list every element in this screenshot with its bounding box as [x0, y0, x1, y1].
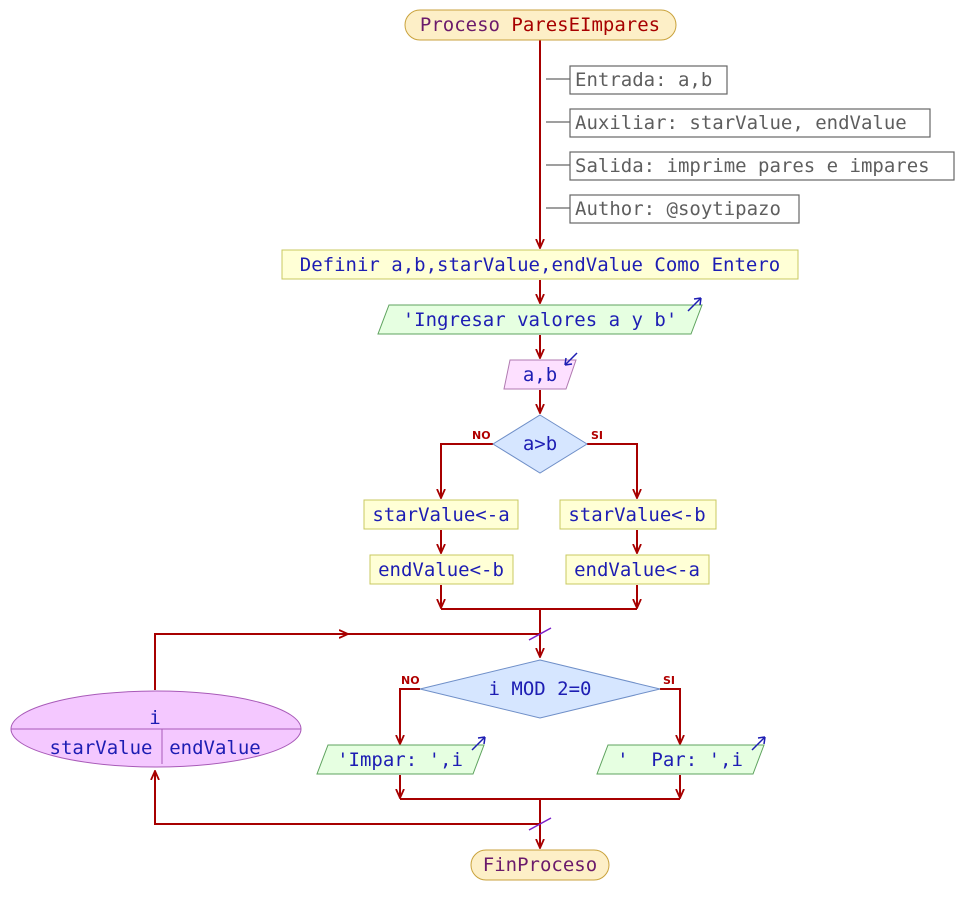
decision2-text: i MOD 2=0	[489, 678, 592, 700]
edge-decision1-no	[441, 443, 493, 498]
output-arrow-icon	[687, 297, 702, 312]
assign-yes-end[interactable]: endValue<-a	[565, 554, 710, 585]
output-even[interactable]: ' Par: ',i	[596, 736, 766, 775]
assign-no-start[interactable]: starValue<-a	[363, 499, 519, 530]
decision2-no-label: NO	[401, 674, 420, 687]
assign-yes-end-text: endValue<-a	[574, 559, 700, 581]
edge-loop-body	[154, 634, 348, 690]
input-text: a,b	[523, 364, 557, 386]
comment-author-text: Author: @soytipazo	[575, 198, 781, 220]
for-loop[interactable]: i starValue endValue	[10, 690, 302, 768]
assign-yes-start-text: starValue<-b	[568, 504, 705, 526]
assign-no-end[interactable]: endValue<-b	[369, 554, 514, 585]
output-prompt-text: 'Ingresar valores a y b'	[403, 309, 678, 331]
start-label: Proceso ParesEImpares	[420, 14, 660, 36]
decision1-yes-label: SI	[591, 429, 603, 442]
decision1-text: a>b	[523, 433, 557, 455]
output-odd[interactable]: 'Impar: ',i	[316, 736, 486, 775]
output-prompt[interactable]: 'Ingresar valores a y b'	[377, 297, 703, 335]
loop-var: i	[149, 707, 160, 729]
output-arrow-icon	[471, 736, 486, 751]
output-odd-text: 'Impar: ',i	[337, 749, 463, 771]
assign-yes-start[interactable]: starValue<-b	[559, 499, 717, 530]
decision-a-gt-b[interactable]: a>b	[492, 414, 588, 474]
comment-output: Salida: imprime pares e impares	[569, 151, 955, 181]
decision-mod[interactable]: i MOD 2=0	[419, 659, 661, 719]
comment-auxiliar: Auxiliar: starValue, endValue	[569, 108, 931, 138]
comment-output-text: Salida: imprime pares e impares	[575, 155, 930, 177]
assign-no-start-text: starValue<-a	[372, 504, 509, 526]
loop-to: endValue	[169, 737, 261, 759]
loop-from: starValue	[50, 737, 153, 759]
end-terminal[interactable]: FinProceso	[470, 849, 610, 881]
edge-decision2-yes	[660, 688, 680, 744]
end-label: FinProceso	[483, 854, 597, 876]
comment-auxiliar-text: Auxiliar: starValue, endValue	[575, 112, 907, 134]
define-text: Definir a,b,starValue,endValue Como Ente…	[300, 254, 780, 276]
input-read[interactable]: a,b	[503, 352, 578, 390]
comment-input-text: Entrada: a,b	[575, 69, 712, 91]
edge-loop-back	[155, 771, 540, 825]
decision2-yes-label: SI	[663, 674, 675, 687]
output-even-text: ' Par: ',i	[617, 749, 743, 771]
edge-decision2-no	[400, 688, 420, 744]
loop-tick-top	[528, 627, 552, 641]
start-terminal[interactable]: Proceso ParesEImpares	[404, 9, 677, 41]
define-process[interactable]: Definir a,b,starValue,endValue Como Ente…	[281, 249, 799, 280]
input-arrow-icon	[564, 352, 578, 366]
assign-no-end-text: endValue<-b	[378, 559, 504, 581]
decision1-no-label: NO	[472, 429, 491, 442]
edges	[155, 40, 680, 848]
comment-input: Entrada: a,b	[569, 65, 728, 95]
edge-decision1-yes	[587, 443, 637, 498]
comment-author: Author: @soytipazo	[569, 194, 800, 224]
output-arrow-icon	[751, 736, 766, 751]
loop-tick-bottom	[528, 817, 552, 831]
